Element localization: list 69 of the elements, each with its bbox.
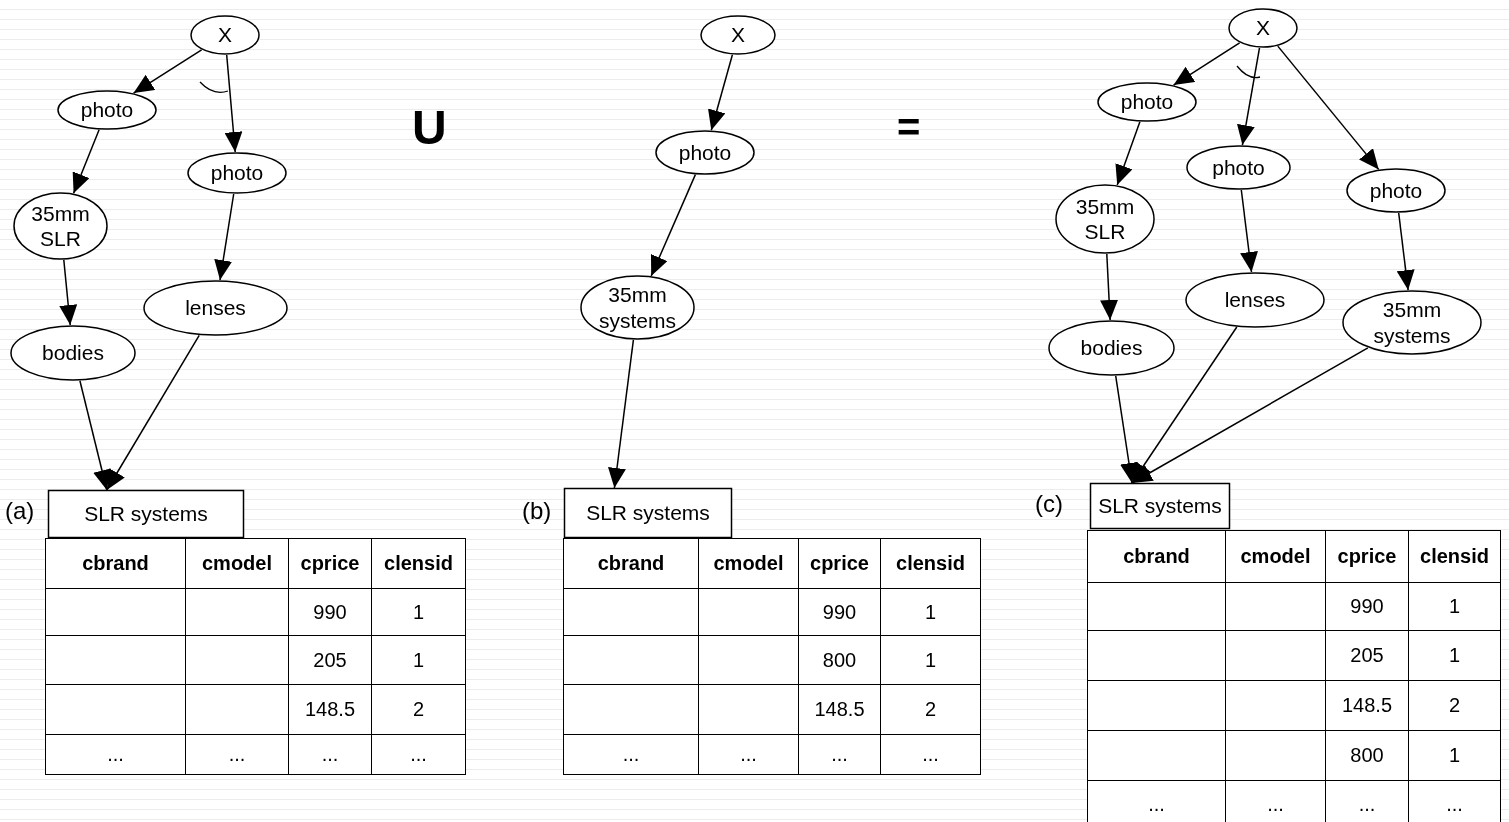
table-cell: 1 [1408,730,1501,781]
table-cell: 1 [371,635,466,685]
ellipse-node: photo [187,152,287,194]
column-header: cbrand [1087,530,1226,583]
table-cell: ... [563,734,699,775]
arrow [1131,347,1369,484]
column-header: cmodel [1225,530,1326,583]
table-cell: 2 [880,684,981,735]
table-cell: ... [1408,780,1501,822]
ellipse-node: lenses [1185,272,1325,328]
ellipse-node: 35mm SLR [13,192,108,260]
panel-tag: (a) [5,497,35,525]
arrow [608,339,635,489]
arrow [650,173,697,277]
table-cell: ... [45,734,186,775]
relation-box: SLR systems [564,488,732,538]
table-cell: ... [371,734,466,775]
ellipse-node: X [190,15,260,55]
operator-sign: = [897,105,921,150]
ellipse-node: 35mm systems [1342,290,1482,355]
relation-box: SLR systems [1090,483,1230,529]
arrow [214,193,235,281]
arrow [1114,375,1138,484]
arrow [72,128,100,195]
operator-sign: U [412,100,447,155]
arrow [224,54,243,153]
arrow [1396,212,1415,291]
arrow [1277,45,1380,171]
table-cell: 2 [1408,680,1501,731]
ellipse-node: 35mm SLR [1055,184,1155,254]
arrow [1237,47,1261,146]
arrow [106,334,200,491]
column-header: cbrand [563,538,699,589]
ellipse-node: photo [1346,168,1446,213]
table-cell: 2 [371,684,466,735]
column-header: clensid [1408,530,1501,583]
ellipse-node: photo [1097,82,1197,122]
arrow [1240,189,1258,273]
relation-box: SLR systems [48,490,244,538]
arrow [708,54,734,131]
column-header: clensid [371,538,466,589]
ellipse-node: bodies [1048,320,1175,376]
column-header: cbrand [45,538,186,589]
arrow [1131,326,1238,484]
table-cell: ... [880,734,981,775]
ellipse-node: X [700,15,776,55]
table-cell: ... [1087,780,1226,822]
arrow [132,49,203,94]
ellipse-node: photo [57,90,157,130]
ellipse-node: bodies [10,325,136,381]
panel-tag: (b) [522,497,552,525]
ellipse-node: 35mm systems [580,275,695,340]
arrow [1115,121,1141,186]
ellipse-node: photo [655,130,755,175]
column-header: clensid [880,538,981,589]
table-cell: 1 [371,588,466,636]
table-cell: 1 [880,635,981,685]
ellipse-node: lenses [143,280,288,336]
arrow [1100,253,1119,321]
arrow [79,380,111,491]
table-cell: 1 [880,588,981,636]
panel-tag: (c) [1035,490,1063,518]
table-cell: 1 [1408,582,1501,631]
ellipse-node: photo [1186,145,1291,190]
table-cell: 1 [1408,630,1501,681]
arrow [59,259,78,326]
column-header: cprice [1325,530,1409,583]
arrow [1172,42,1241,86]
ellipse-node: X [1228,8,1298,48]
